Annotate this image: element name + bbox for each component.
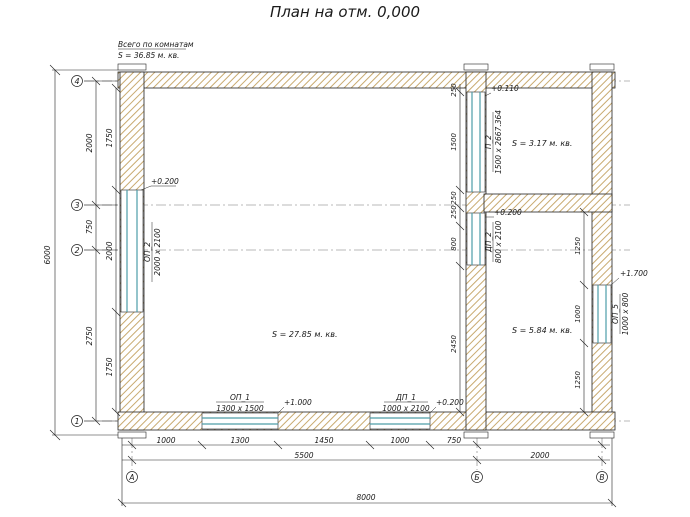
svg-text:1000: 1000 xyxy=(390,436,409,445)
svg-text:+0.200: +0.200 xyxy=(494,208,522,217)
svg-text:800: 800 xyxy=(450,237,458,251)
left-dimensions xyxy=(49,64,121,441)
svg-text:ОП_5: ОП_5 xyxy=(611,304,620,324)
room-area-right: S = 5.84 м. кв. xyxy=(512,326,572,335)
svg-text:1: 1 xyxy=(74,417,79,426)
openings xyxy=(120,91,612,430)
svg-text:1500: 1500 xyxy=(450,133,458,151)
mid-dimensions xyxy=(455,84,465,417)
svg-text:1000: 1000 xyxy=(574,305,582,323)
svg-text:А: А xyxy=(128,473,134,482)
svg-text:1300 х 1500: 1300 х 1500 xyxy=(216,404,264,413)
svg-text:750: 750 xyxy=(85,220,94,235)
svg-text:2000: 2000 xyxy=(530,451,549,460)
svg-text:1000 х 800: 1000 х 800 xyxy=(621,292,630,335)
svg-text:1250: 1250 xyxy=(574,237,582,255)
plan-title: План на отм. 0,000 xyxy=(270,3,420,21)
svg-text:2: 2 xyxy=(74,246,79,255)
svg-text:1750: 1750 xyxy=(105,128,114,147)
svg-text:3: 3 xyxy=(74,201,79,210)
wall-right-divider xyxy=(483,193,613,213)
axis-bubbles-cols: А Б В xyxy=(126,471,608,483)
svg-text:2000: 2000 xyxy=(85,133,94,152)
svg-text:Б: Б xyxy=(474,473,479,482)
svg-text:250: 250 xyxy=(450,191,458,205)
svg-text:1000: 1000 xyxy=(156,436,175,445)
svg-text:4: 4 xyxy=(74,77,79,86)
summary-label: Всего по комнатам xyxy=(118,40,194,49)
svg-text:ДП_1: ДП_1 xyxy=(395,393,416,402)
svg-text:250: 250 xyxy=(450,205,458,219)
wall-right xyxy=(591,71,613,431)
room-area-main: S = 27.85 м. кв. xyxy=(272,330,338,339)
svg-text:+0.200: +0.200 xyxy=(151,177,179,186)
svg-text:2000 х 2100: 2000 х 2100 xyxy=(153,228,162,276)
svg-text:1500 х 2667.364: 1500 х 2667.364 xyxy=(494,110,503,174)
svg-text:П_2: П_2 xyxy=(484,135,493,149)
svg-text:800 х 2100: 800 х 2100 xyxy=(494,220,503,263)
svg-text:250: 250 xyxy=(450,83,458,97)
left-dimension-labels: 6000 2000 750 2000 1750 2750 1750 xyxy=(43,128,114,376)
wall-bottom xyxy=(117,411,616,431)
axis-bubbles-rows: 4 3 2 1 xyxy=(71,75,83,427)
right-dimensions xyxy=(579,207,589,417)
svg-text:+1.000: +1.000 xyxy=(284,398,312,407)
axis-lines xyxy=(84,78,630,470)
room-area-small: S = 3.17 м. кв. xyxy=(512,139,572,148)
bottom-dimensions xyxy=(117,438,617,508)
svg-text:2450: 2450 xyxy=(450,335,458,353)
svg-text:1250: 1250 xyxy=(574,371,582,389)
svg-text:750: 750 xyxy=(447,436,462,445)
svg-text:1750: 1750 xyxy=(105,357,114,376)
svg-text:ОП_2: ОП_2 xyxy=(143,242,152,262)
svg-text:+0.200: +0.200 xyxy=(436,398,464,407)
svg-text:+1.700: +1.700 xyxy=(620,269,648,278)
svg-text:2750: 2750 xyxy=(85,326,94,345)
svg-text:1300: 1300 xyxy=(230,436,249,445)
svg-text:1450: 1450 xyxy=(314,436,333,445)
svg-text:8000: 8000 xyxy=(356,493,375,502)
svg-text:ОП_1: ОП_1 xyxy=(230,393,250,402)
walls xyxy=(117,71,616,431)
right-dimension-labels: 1250 1000 1250 xyxy=(574,237,582,389)
svg-text:5500: 5500 xyxy=(294,451,313,460)
mid-dimension-labels: 250 1500 250 250 800 2450 xyxy=(450,83,458,353)
svg-text:2000: 2000 xyxy=(105,241,114,260)
svg-text:+0.110: +0.110 xyxy=(491,84,519,93)
bottom-dimension-labels: 1000 1300 1450 1000 750 2000 5500 8000 xyxy=(156,436,549,502)
svg-text:ДП_2: ДП_2 xyxy=(484,232,493,253)
wall-top xyxy=(117,71,616,89)
log-ends xyxy=(117,63,615,439)
summary-area: S = 36.85 м. кв. xyxy=(118,51,179,60)
svg-text:В: В xyxy=(599,473,604,482)
svg-text:1000 х 2100: 1000 х 2100 xyxy=(382,404,430,413)
opening-labels: ОП_2 2000 х 2100 +0.200 ОП_1 1300 х 1500… xyxy=(140,84,648,414)
svg-text:6000: 6000 xyxy=(43,245,52,264)
